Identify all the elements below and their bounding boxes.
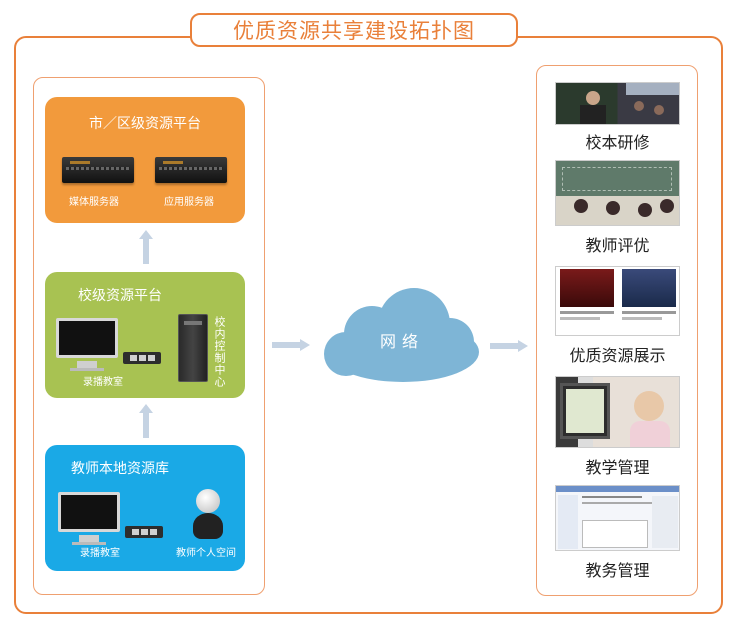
arrow-right-1-icon	[300, 339, 310, 351]
monitor-base	[70, 368, 104, 371]
teacher-evaluation-thumbnail	[555, 160, 680, 226]
recording-room-label: 录播教室	[83, 377, 123, 388]
monitor-icon	[56, 318, 118, 358]
app-server-label: 应用服务器	[164, 197, 214, 208]
monitor-stand	[79, 535, 99, 543]
teaching-research-thumbnail	[555, 82, 680, 125]
teaching-management-label: 教学管理	[585, 458, 650, 477]
monitor-base	[72, 542, 106, 545]
diagram-title: 优质资源共享建设拓扑图	[190, 13, 518, 47]
school-platform-title: 校级资源平台	[78, 288, 162, 304]
arrow-shaft-right-1	[272, 342, 302, 348]
right-group-frame	[536, 65, 698, 596]
arrow-right-2-icon	[518, 340, 528, 352]
monitor-icon	[58, 492, 120, 532]
teacher-evaluation-label: 教师评优	[585, 236, 650, 255]
quality-resource-thumbnail	[555, 266, 680, 336]
control-center-label: 校内控制中心	[213, 316, 226, 388]
left-group-frame	[33, 77, 265, 595]
personal-space-label: 教师个人空间	[176, 548, 236, 559]
academic-management-thumbnail	[555, 485, 680, 551]
switch-icon	[125, 526, 163, 538]
recording-room-label: 录播教室	[80, 548, 120, 559]
teacher-library-title: 教师本地资源库	[71, 461, 169, 477]
city-platform-title: 市／区级资源平台	[89, 116, 201, 132]
arrow-shaft-up-2	[143, 412, 149, 438]
media-server-label: 媒体服务器	[69, 197, 119, 208]
network-cloud-icon	[324, 288, 479, 382]
app-server-icon	[155, 157, 227, 183]
city-platform-panel: 市／区级资源平台 媒体服务器 应用服务器	[45, 97, 245, 223]
media-server-icon	[62, 157, 134, 183]
monitor-stand	[77, 361, 97, 369]
teacher-library-panel: 教师本地资源库 录播教室 教师个人空间	[45, 445, 245, 571]
academic-management-label: 教务管理	[585, 561, 650, 580]
teaching-research-label: 校本研修	[585, 133, 650, 152]
arrow-up-1-icon	[139, 230, 153, 239]
server-tower-icon	[178, 314, 208, 382]
quality-resource-label: 优质资源展示	[569, 346, 666, 365]
teaching-management-thumbnail	[555, 376, 680, 448]
network-label: 网络	[379, 332, 424, 351]
switch-icon	[123, 352, 161, 364]
arrow-shaft-up-1	[143, 238, 149, 264]
arrow-up-2-icon	[139, 404, 153, 413]
arrow-shaft-right-2	[490, 343, 520, 349]
school-platform-panel: 校级资源平台 录播教室 校内控制中心	[45, 272, 245, 398]
